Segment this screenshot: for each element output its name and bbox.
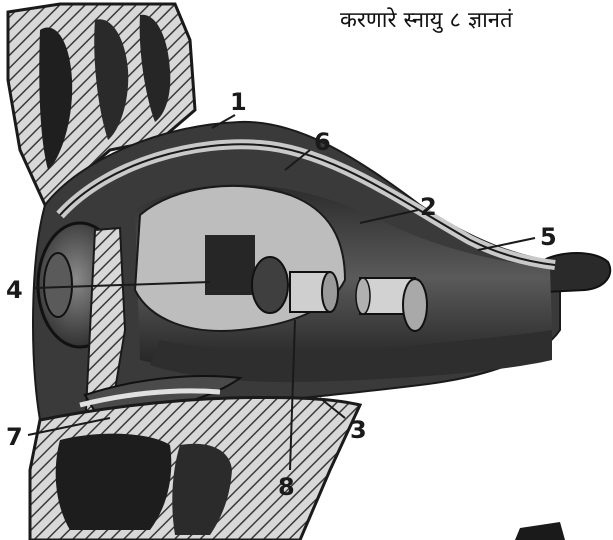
label-5: 5 xyxy=(540,223,557,251)
label-8: 8 xyxy=(278,473,295,501)
cornea xyxy=(44,253,72,317)
label-6: 6 xyxy=(314,128,331,156)
maxillary-sinus xyxy=(56,434,172,530)
muscle-block xyxy=(205,235,255,295)
label-1: 1 xyxy=(230,88,247,116)
label-4: 4 xyxy=(6,276,23,304)
label-3: 3 xyxy=(350,416,367,444)
label-7: 7 xyxy=(6,423,23,451)
corner-fragment xyxy=(515,522,565,540)
muscle-cut-1 xyxy=(252,257,288,313)
label-2: 2 xyxy=(420,193,437,221)
nerve-cut-end xyxy=(403,279,427,331)
